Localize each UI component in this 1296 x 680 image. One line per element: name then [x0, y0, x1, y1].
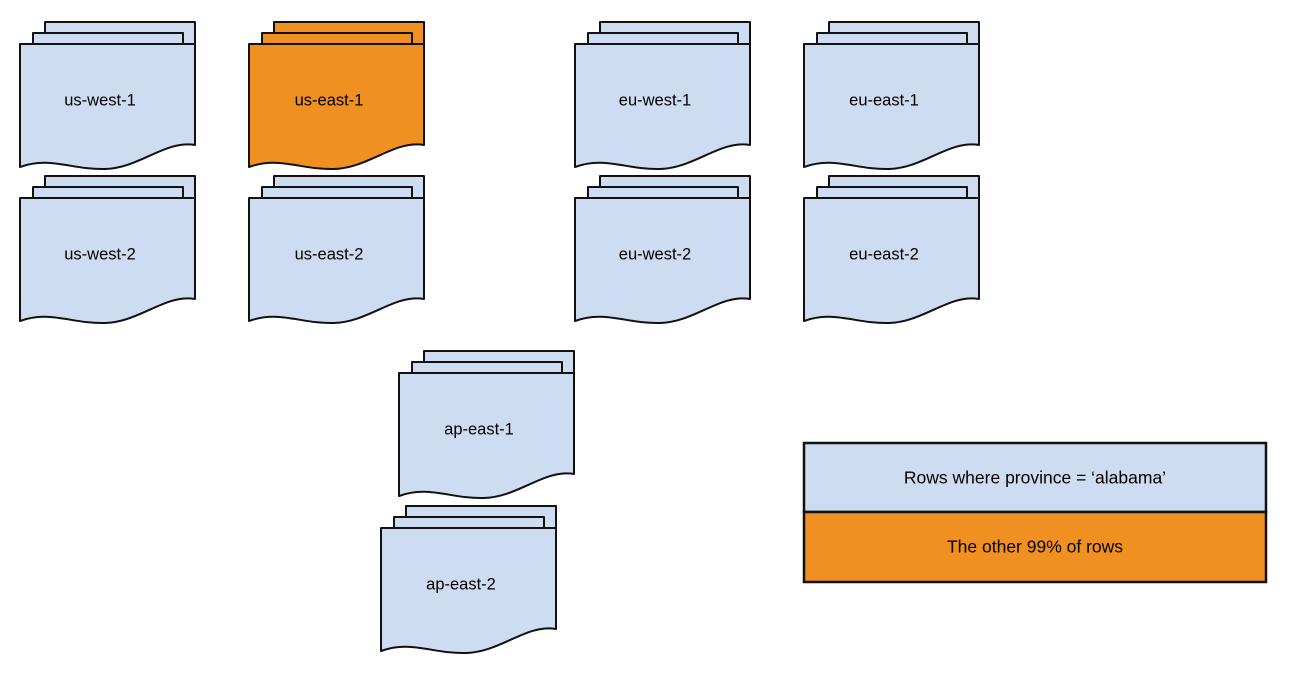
- sheet-front: [803, 197, 980, 325]
- legend: Rows where province = ‘alabama’ The othe…: [802, 441, 1268, 584]
- stack-eu-east-2[interactable]: eu-east-2: [803, 175, 980, 325]
- stack-label: us-east-1: [295, 91, 364, 109]
- stack-eu-west-2[interactable]: eu-west-2: [574, 175, 751, 325]
- stack-label: eu-east-2: [849, 245, 919, 263]
- stack-us-west-1[interactable]: us-west-1: [19, 21, 196, 171]
- sheet-front: [803, 43, 980, 171]
- sheet-front: [398, 372, 575, 500]
- stack-label: us-west-1: [64, 91, 136, 109]
- stack-label: ap-east-2: [426, 575, 496, 593]
- sheet-front: [19, 197, 196, 325]
- stack-us-west-2[interactable]: us-west-2: [19, 175, 196, 325]
- sheet-front: [574, 197, 751, 325]
- stack-eu-east-1[interactable]: eu-east-1: [803, 21, 980, 171]
- stack-ap-east-2[interactable]: ap-east-2: [380, 505, 557, 655]
- stack-label: ap-east-1: [444, 420, 514, 438]
- stack-label: eu-west-2: [619, 245, 691, 263]
- stack-eu-west-1[interactable]: eu-west-1: [574, 21, 751, 171]
- sheet-front: [248, 43, 425, 171]
- stack-us-east-1[interactable]: us-east-1: [248, 21, 425, 171]
- stack-label: us-west-2: [64, 245, 136, 263]
- stack-label: us-east-2: [295, 245, 364, 263]
- sheet-front: [248, 197, 425, 325]
- legend-label-orange: The other 99% of rows: [947, 537, 1123, 557]
- legend-swatch-orange: [802, 510, 1268, 584]
- stack-label: eu-east-1: [849, 91, 919, 109]
- stack-label: eu-west-1: [619, 91, 691, 109]
- stack-ap-east-1[interactable]: ap-east-1: [398, 350, 575, 500]
- stack-us-east-2[interactable]: us-east-2: [248, 175, 425, 325]
- legend-label-blue: Rows where province = ‘alabama’: [904, 468, 1166, 488]
- sheet-front: [574, 43, 751, 171]
- sheet-front: [19, 43, 196, 171]
- sheet-front: [380, 527, 557, 655]
